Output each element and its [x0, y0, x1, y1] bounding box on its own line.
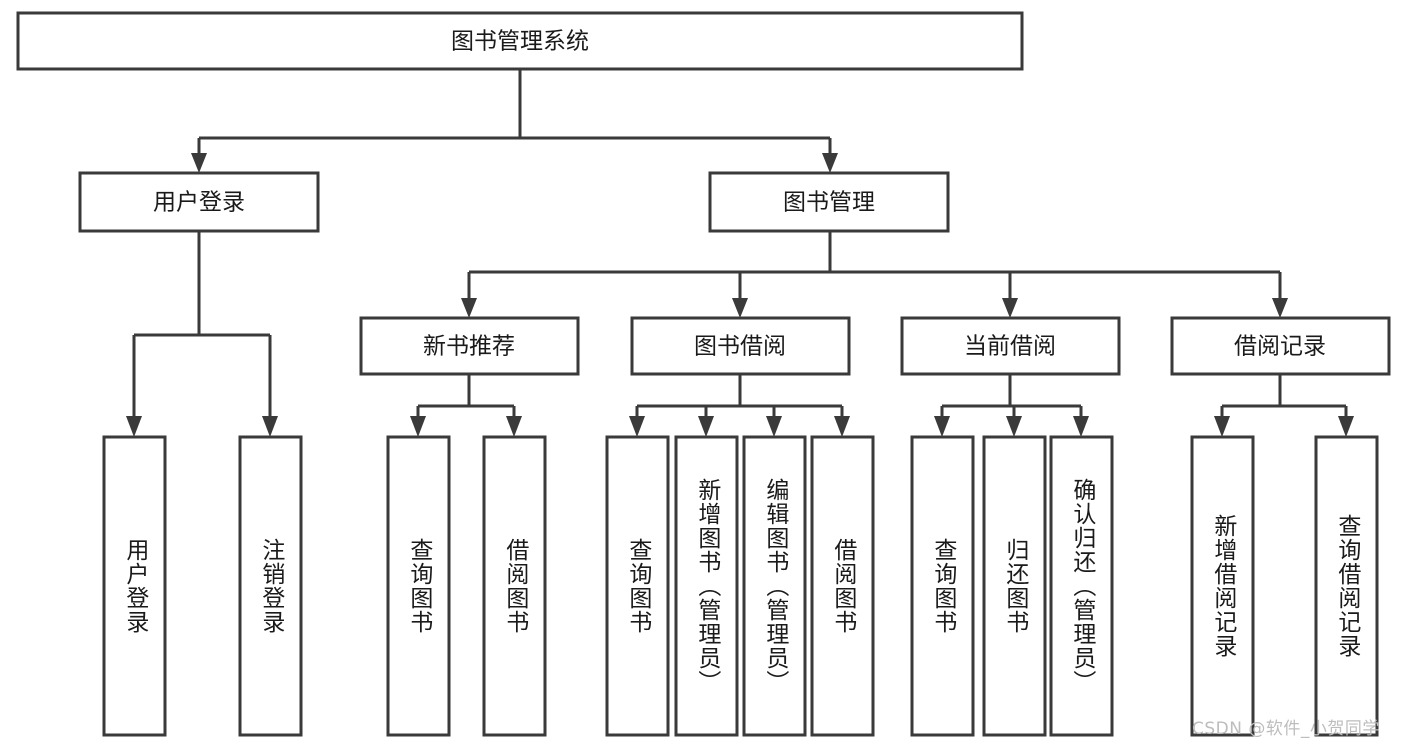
horizontal-label-layer: 图书管理系统 用户登录 图书管理 新书推荐 图书借阅 当前借阅 借阅记录 — [153, 29, 1326, 360]
arrow-head-leaf-confirm-return-admin — [1073, 416, 1089, 437]
node-box-leaf-add-borrow-record[interactable] — [1190, 435, 1255, 737]
arrow-head-leaf-user-login — [126, 416, 142, 437]
label-book-management: 图书管理 — [783, 190, 875, 216]
node-box-user-login[interactable] — [78, 171, 320, 233]
arrow-head-leaf-add-book-admin — [698, 416, 714, 437]
node-box-leaf-add-book-admin[interactable] — [674, 435, 739, 737]
node-box-leaf-confirm-return-admin[interactable] — [1049, 435, 1114, 737]
arrow-head-leaf-borrow-book — [834, 416, 850, 437]
node-box-leaf-logout[interactable] — [238, 435, 303, 737]
node-box-leaf-return-book[interactable] — [982, 435, 1047, 737]
arrow-head-book-management — [822, 153, 838, 173]
label-book-borrow: 图书借阅 — [694, 334, 786, 360]
node-box-leaf-edit-book-admin[interactable] — [742, 435, 807, 737]
node-box-leaf-borrow-book-recommend[interactable] — [482, 435, 547, 737]
node-box-leaf-query-book-recommend[interactable] — [386, 435, 451, 737]
arrow-head-leaf-add-borrow-record — [1214, 416, 1230, 437]
arrow-head-leaf-logout — [262, 416, 278, 437]
node-box-borrow-record[interactable] — [1170, 316, 1391, 376]
node-box-leaf-query-borrow-record[interactable] — [1314, 435, 1379, 737]
arrow-head-leaf-borrow-book-recommend — [506, 416, 522, 437]
arrow-head-leaf-return-book — [1006, 416, 1022, 437]
node-box-new-book-recommend[interactable] — [359, 316, 580, 376]
watermark-text: CSDN @软件_小贺同学 — [1192, 719, 1380, 739]
node-box-current-borrow[interactable] — [900, 316, 1121, 376]
arrow-head-borrow-record — [1272, 298, 1288, 318]
node-box-leaf-user-login[interactable] — [102, 435, 167, 737]
arrow-head-user-login — [191, 153, 207, 173]
arrow-head-new-book-recommend — [461, 298, 477, 318]
node-box-leaf-query-book-borrow[interactable] — [605, 435, 670, 737]
label-borrow-record: 借阅记录 — [1234, 334, 1326, 360]
arrow-head-leaf-query-book-borrow — [629, 416, 645, 437]
connector-layer — [126, 69, 1354, 437]
node-box-layer — [16, 11, 1391, 737]
label-current-borrow: 当前借阅 — [964, 334, 1056, 360]
node-box-book-management[interactable] — [708, 171, 950, 233]
node-box-leaf-query-book-current[interactable] — [910, 435, 975, 737]
node-box-root[interactable] — [16, 11, 1024, 71]
arrow-head-book-borrow — [732, 298, 748, 318]
label-root: 图书管理系统 — [451, 29, 589, 55]
arrow-head-leaf-query-borrow-record — [1338, 416, 1354, 437]
arrow-head-leaf-query-book-recommend — [410, 416, 426, 437]
node-box-book-borrow[interactable] — [630, 316, 851, 376]
label-user-login: 用户登录 — [153, 190, 245, 216]
label-new-book-recommend: 新书推荐 — [423, 334, 515, 360]
arrow-head-current-borrow — [1002, 298, 1018, 318]
arrow-head-leaf-query-book-current — [934, 416, 950, 437]
arrow-head-leaf-edit-book-admin — [766, 416, 782, 437]
node-box-leaf-borrow-book[interactable] — [810, 435, 875, 737]
